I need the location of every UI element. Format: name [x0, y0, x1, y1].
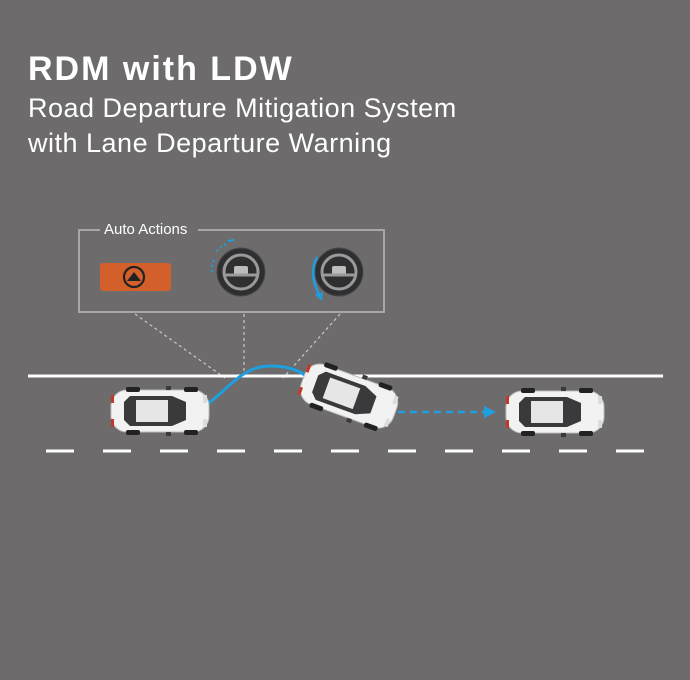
auto-actions-box [78, 229, 385, 313]
page-title: RDM with LDW [28, 50, 294, 88]
steering-vibration-icon [210, 239, 266, 297]
car-corrected [505, 386, 605, 438]
connector-lines [134, 313, 341, 379]
steering-assist-icon [311, 247, 364, 302]
auto-actions-label: Auto Actions [100, 221, 192, 238]
car-drifting [293, 355, 405, 437]
vehicle-path [205, 364, 307, 407]
corrected-path-arrow [398, 406, 496, 418]
warning-indicator-icon [100, 263, 171, 291]
subtitle-line-1: Road Departure Mitigation System [28, 93, 457, 123]
car-start [110, 385, 210, 437]
subtitle-line-2: with Lane Departure Warning [28, 128, 392, 158]
